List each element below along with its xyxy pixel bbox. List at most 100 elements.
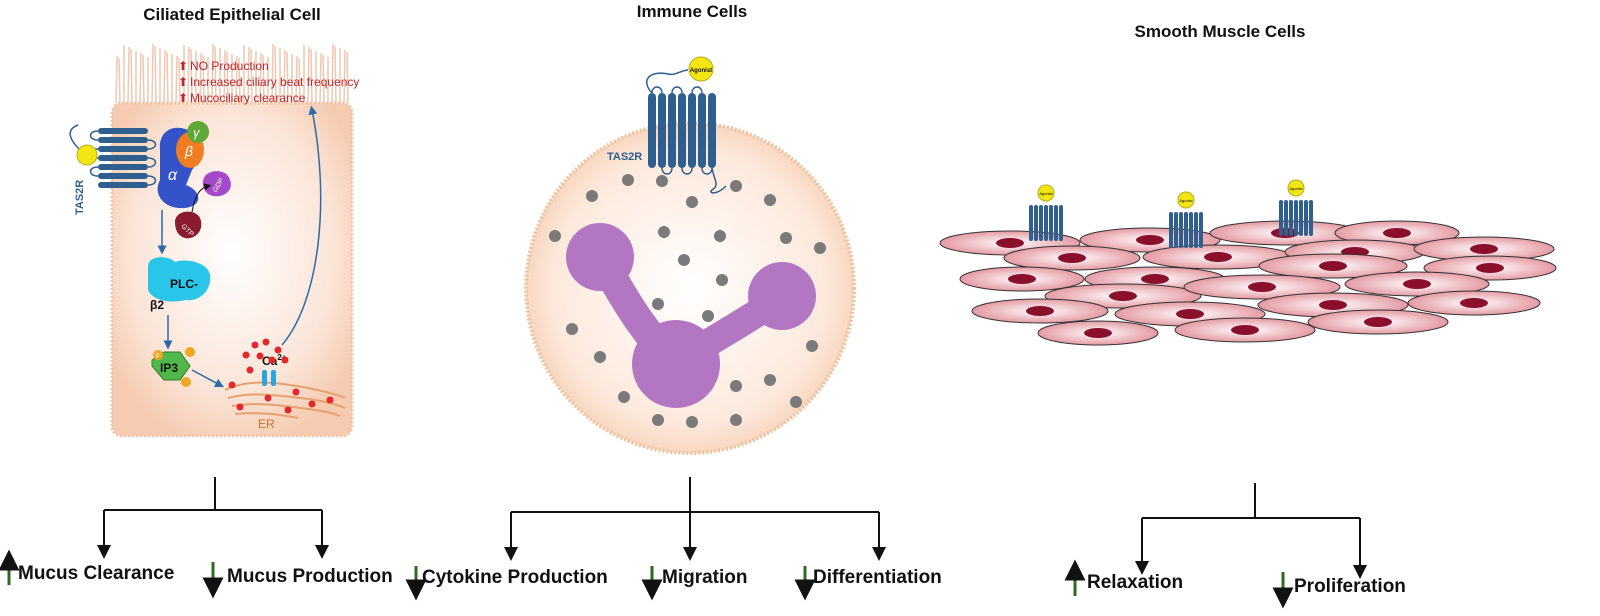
granules	[549, 174, 826, 428]
cilium	[295, 55, 298, 104]
ip3-molecule: IP3 P	[151, 347, 195, 387]
alpha-subunit-label: α	[168, 167, 178, 184]
cilium	[187, 46, 190, 104]
cilium	[235, 55, 238, 104]
cilium	[310, 48, 313, 104]
cilium	[343, 49, 346, 104]
cilium	[130, 48, 133, 104]
cilium	[271, 43, 274, 104]
cilium	[178, 57, 181, 104]
effect-mucociliary: Mucociliary clearance	[190, 91, 306, 105]
muscle-nucleus	[996, 238, 1024, 248]
arrow-calcium-to-effects	[281, 105, 322, 346]
muscle-tas2r-receptor: Agonist	[1279, 179, 1313, 236]
ip3-label: IP3	[160, 361, 178, 375]
effect-up-arrow: ⬆	[178, 59, 188, 73]
cilium	[346, 51, 349, 104]
cilium	[322, 54, 325, 104]
immune-tas2r-receptor: Agonist TAS2R	[607, 56, 727, 194]
cilium	[154, 45, 157, 104]
cilium	[298, 57, 301, 104]
cilium	[247, 46, 250, 104]
muscle-nucleus	[1383, 228, 1411, 238]
outcome-label: Mucus Production	[227, 566, 393, 587]
cilium	[226, 51, 229, 104]
muscle-tree	[1135, 483, 1367, 579]
muscle-nucleus	[1248, 282, 1276, 292]
plc-sub-label: β2	[150, 298, 164, 312]
muscle-tas2r-receptor: Agonist	[1029, 184, 1063, 241]
muscle-nucleus	[1476, 263, 1504, 273]
cilium	[202, 54, 205, 104]
cilium	[139, 52, 142, 104]
agonist-icon	[688, 56, 714, 82]
phosphate-label: P	[156, 354, 160, 360]
cilium	[331, 43, 334, 104]
muscle-agonist-label: Agonist	[1039, 191, 1053, 196]
cilium	[259, 52, 262, 104]
cilium	[142, 54, 145, 104]
er-label: ER	[258, 417, 275, 431]
outcome-label: Migration	[662, 567, 748, 588]
epithelial-panel: Ciliated Epithelial Cell ⬆ NO Production…	[0, 5, 393, 599]
muscle-nucleus	[1136, 235, 1164, 245]
effect-up-arrow: ⬆	[178, 75, 188, 89]
agonist-icon	[1287, 179, 1305, 197]
cilium	[199, 52, 202, 104]
outcome-label: Mucus Clearance	[18, 563, 174, 584]
muscle-nucleus	[1470, 244, 1498, 254]
muscle-nucleus	[1460, 298, 1488, 308]
muscle-agonist-label: Agonist	[1179, 198, 1193, 203]
muscle-nucleus	[1141, 274, 1169, 284]
cilium	[283, 49, 286, 104]
cilia	[115, 43, 349, 104]
effect-up-arrow: ⬆	[178, 91, 188, 105]
immune-outcome-migration: Migration	[641, 566, 748, 601]
cilium	[223, 49, 226, 104]
cilium	[238, 57, 241, 104]
muscle-nucleus	[1058, 253, 1086, 263]
cilium	[262, 54, 265, 104]
muscle-nucleus	[1204, 252, 1232, 262]
muscle-nucleus	[1008, 274, 1036, 284]
cilium	[175, 55, 178, 104]
muscle-nucleus	[1231, 325, 1259, 335]
agonist-icon	[1177, 191, 1195, 209]
outcome-label: Differentiation	[813, 567, 942, 588]
outcome-label: Proliferation	[1294, 576, 1406, 597]
epithelial-effects: ⬆ NO Production ⬆ Increased ciliary beat…	[178, 59, 359, 105]
cilium	[334, 45, 337, 104]
muscle-outcome-relaxation: Relaxation	[1064, 559, 1183, 596]
muscle-nucleus	[1319, 261, 1347, 271]
agonist-icon	[1037, 184, 1055, 202]
immune-outcome-differentiation: Differentiation	[794, 566, 942, 601]
effect-no-production: NO Production	[190, 59, 269, 73]
muscle-tas2r-receptor: Agonist	[1169, 191, 1203, 248]
smooth-muscle-title: Smooth Muscle Cells	[1135, 22, 1306, 41]
immune-agonist-label: Agonist	[690, 68, 712, 74]
smooth-muscle-panel: Smooth Muscle Cells AgonistAgonistAgonis…	[939, 22, 1557, 609]
multilobed-nucleus	[566, 223, 816, 408]
immune-receptor-label: TAS2R	[607, 151, 642, 163]
muscle-agonist-label: Agonist	[1289, 186, 1303, 191]
effect-ciliary-beat: Increased ciliary beat frequency	[190, 75, 359, 89]
plc-beta2: PLC- β2	[148, 257, 211, 312]
calcium-ions	[228, 338, 334, 414]
beta-subunit-label: β	[184, 143, 193, 159]
cilium	[118, 57, 121, 104]
plc-label: PLC-	[170, 277, 198, 291]
cilium	[274, 45, 277, 104]
cilium	[166, 51, 169, 104]
muscle-nucleus	[1364, 317, 1392, 327]
muscle-nucleus	[1403, 279, 1431, 289]
epithelial-title: Ciliated Epithelial Cell	[143, 5, 321, 24]
muscle-nucleus	[1319, 300, 1347, 310]
cilium	[211, 43, 214, 104]
gamma-subunit-label: γ	[193, 125, 201, 140]
endoplasmic-reticulum: ER Ca2+	[224, 353, 346, 431]
muscle-outcome-proliferation: Proliferation	[1272, 572, 1406, 609]
cilium	[163, 49, 166, 104]
arrow-ip3-to-er	[191, 369, 224, 388]
